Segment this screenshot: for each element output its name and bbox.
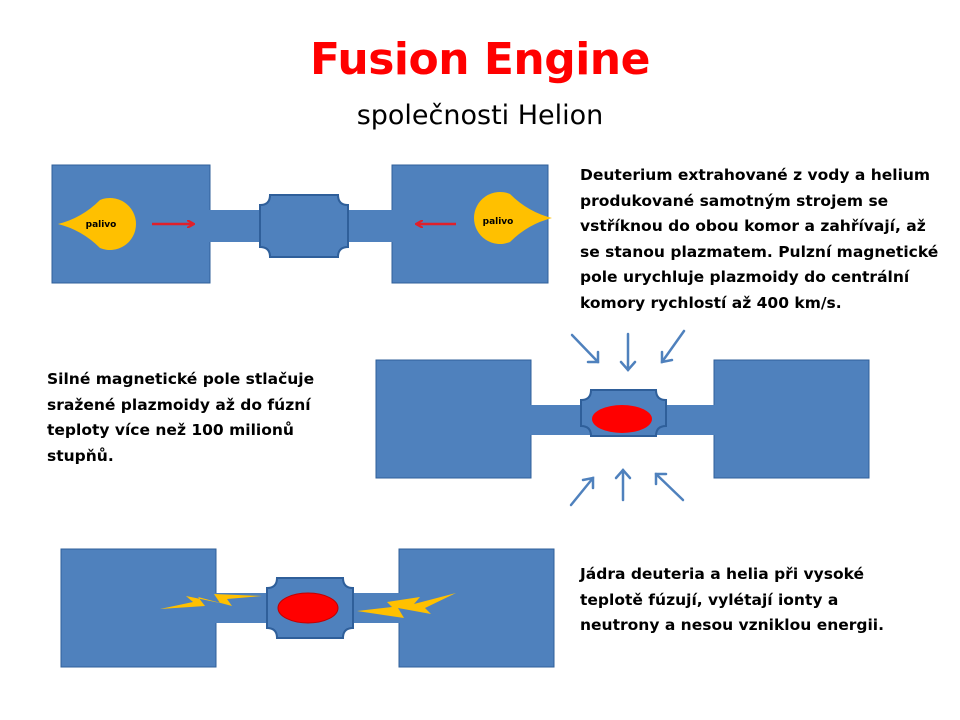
arrow-down-icon [619,332,637,372]
plasmoid [592,405,652,433]
central-chamber [259,194,349,258]
right-chamber [713,359,870,479]
arrow-down-left-icon [570,333,600,364]
plasmoid [277,592,339,624]
diagram-compression [375,329,870,507]
arrow-up-left-icon [569,476,595,507]
left-chamber [375,359,532,479]
arrow-up-right-icon [654,472,685,502]
diagram-fusion [60,548,555,668]
compression-arrows [569,329,686,507]
step2-description: Silné magnetické pole stlačuje sražené p… [47,370,315,465]
fuel-label-right: palivo [483,217,514,227]
step1-description: Deuterium extrahované z vody a helium pr… [580,166,939,312]
fuel-label-left: palivo [86,220,117,230]
diagram-injection: palivo palivo [51,164,552,284]
page-title: Fusion Engine [310,34,650,85]
fuel-drop-left: palivo [58,198,136,250]
step3-description: Jádra deuteria a helia při vysoké teplot… [580,565,885,634]
lightning-right-icon [357,593,456,618]
left-chamber [60,548,217,668]
arrow-down-right-icon [660,329,686,364]
page-subtitle: společnosti Helion [356,100,604,131]
fuel-drop-right: palivo [474,192,552,244]
lightning-left-icon [160,594,262,609]
arrow-up-icon [614,468,632,502]
